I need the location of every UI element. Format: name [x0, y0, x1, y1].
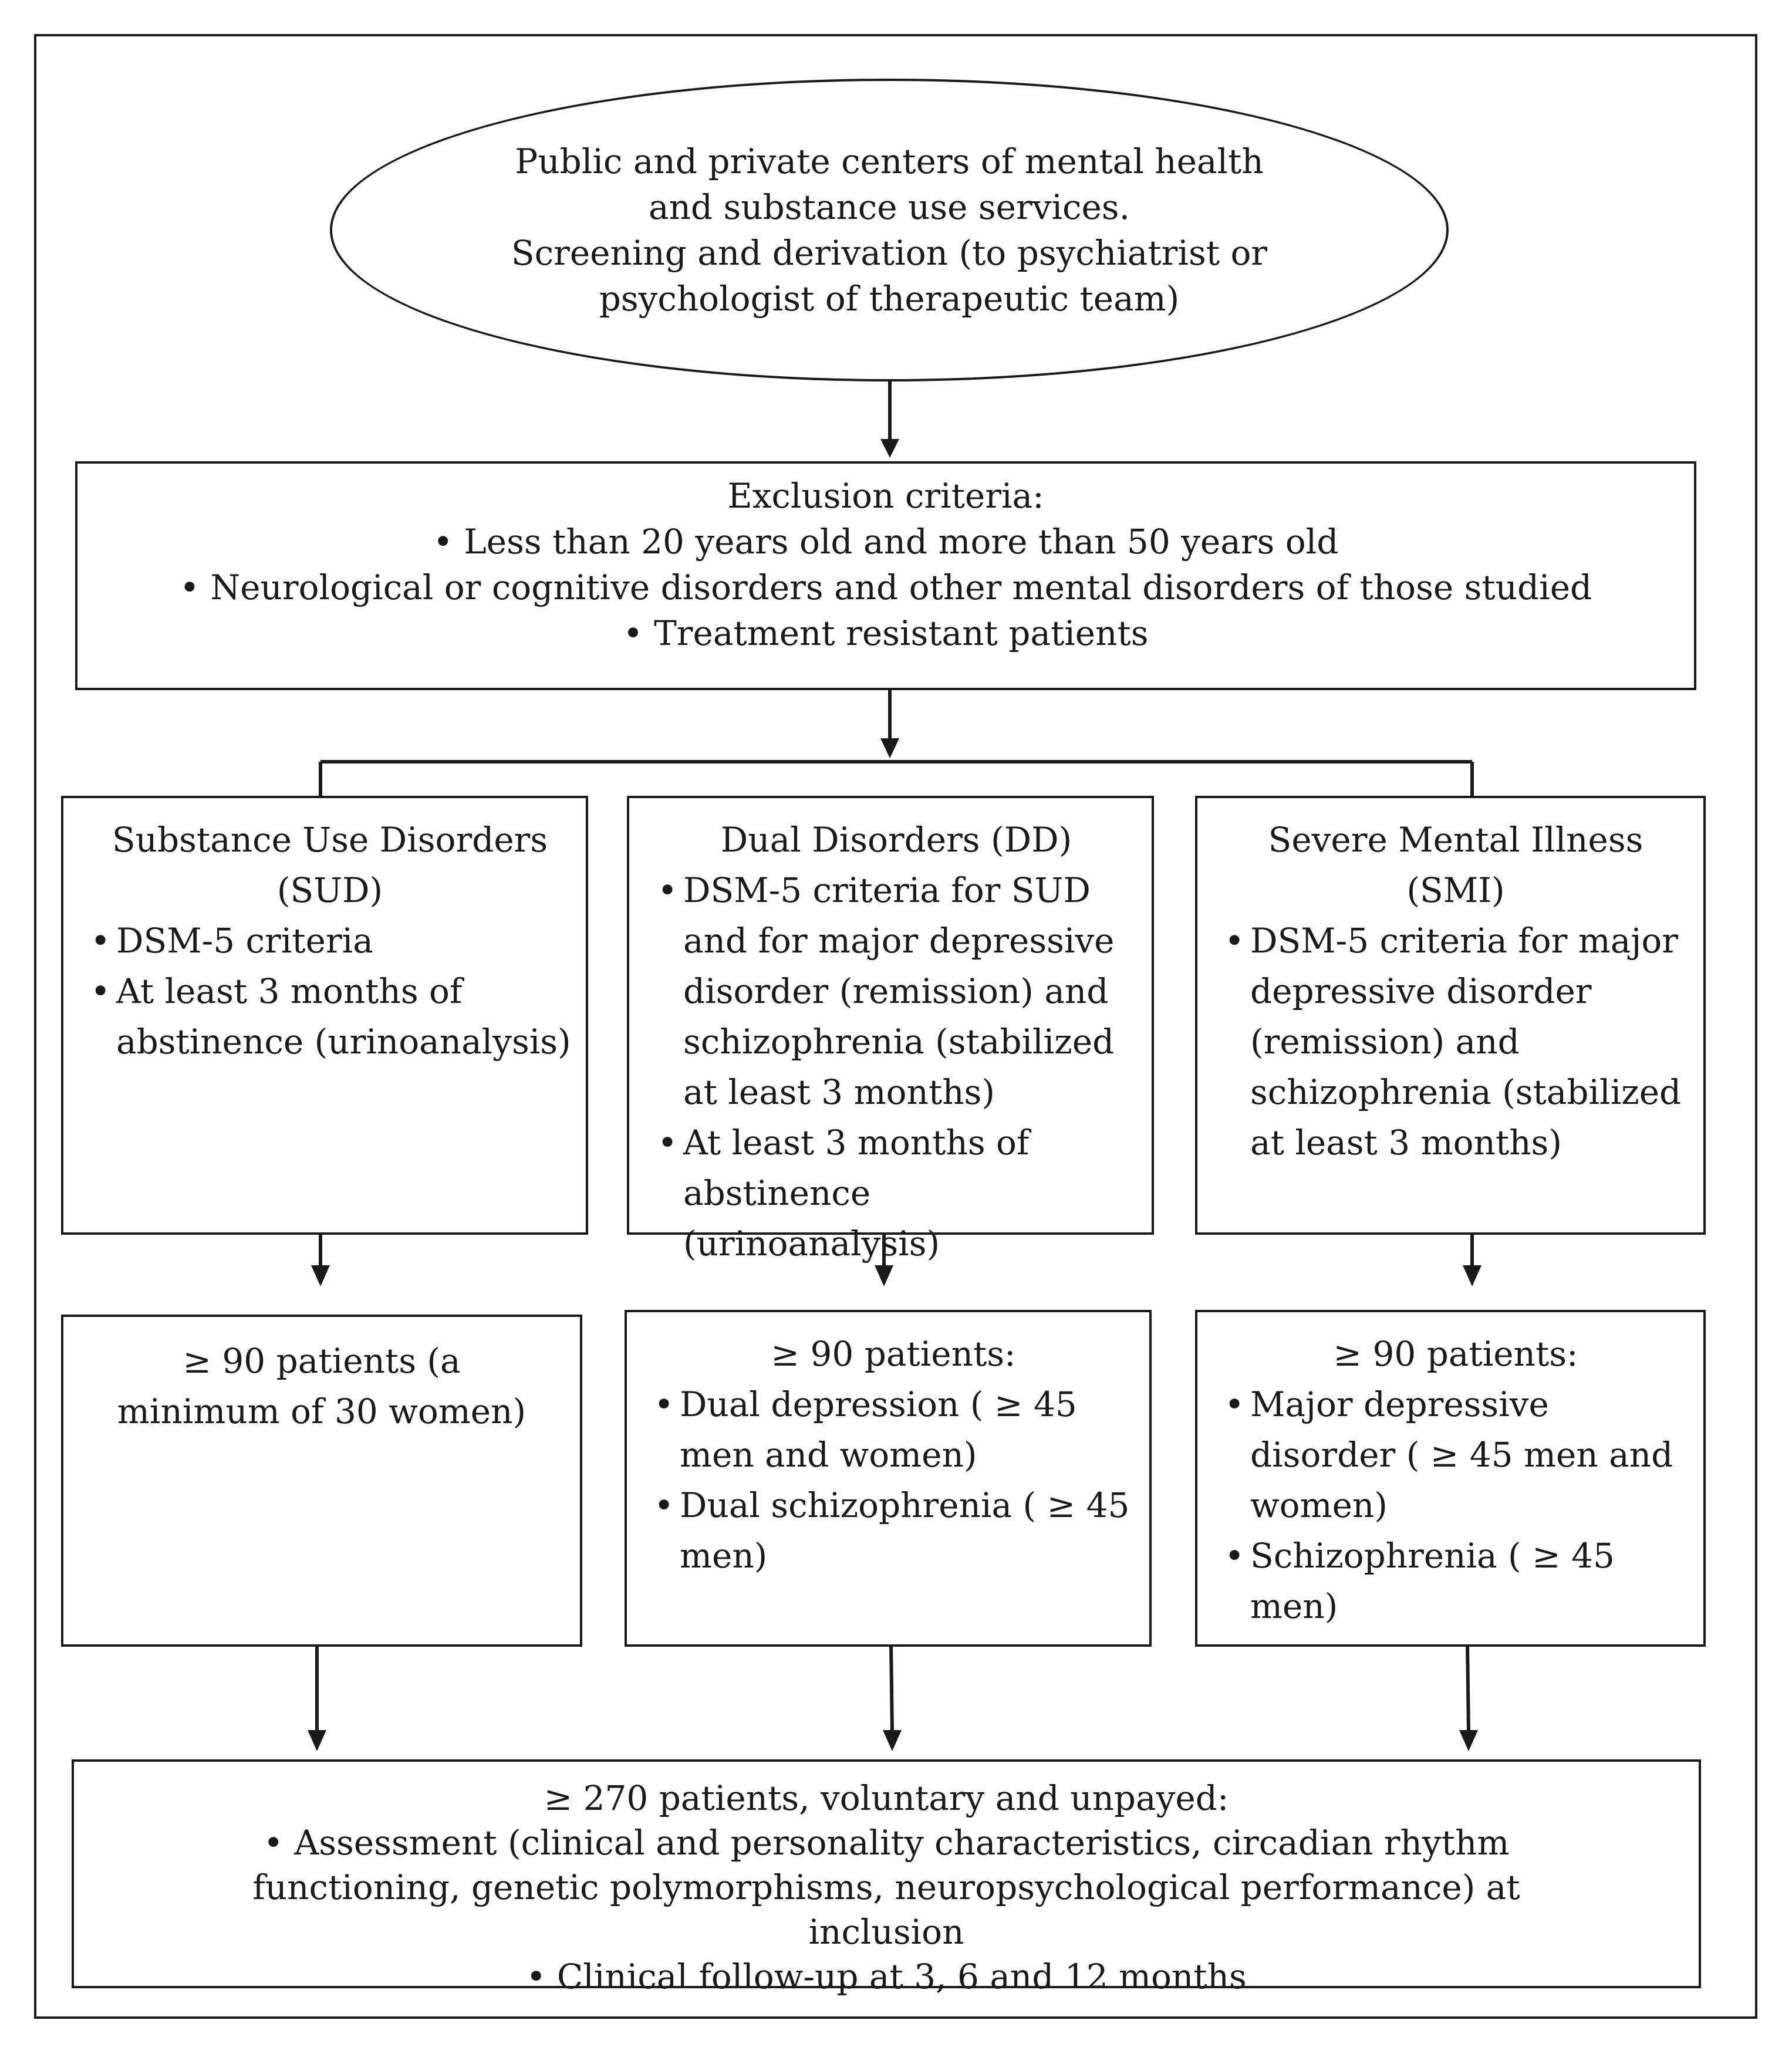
arrowhead [883, 1730, 902, 1751]
exclusion-box: Exclusion criteria: Less than 20 years o… [75, 461, 1696, 690]
exclusion-list: Less than 20 years old and more than 50 … [77, 519, 1694, 656]
criteria-item: DSM-5 criteria for major depressive diso… [1222, 915, 1689, 1168]
start-line: Public and private centers of mental hea… [515, 141, 1264, 181]
group-title: Substance Use Disorders (SUD) [112, 820, 548, 910]
start-line: and substance use services. [648, 187, 1130, 227]
sample-title: ≥ 90 patients: [1333, 1334, 1578, 1374]
arrowhead [880, 738, 899, 758]
sample-box-dd: ≥ 90 patients: Dual depression ( ≥ 45 me… [625, 1310, 1152, 1647]
arrowhead [1463, 1265, 1481, 1286]
criteria-item: DSM-5 criteria [88, 915, 572, 966]
group-box-smi: Severe Mental Illness (SMI) DSM-5 criter… [1195, 796, 1706, 1235]
start-line: psychologist of therapeutic team) [599, 279, 1180, 319]
arrowhead [1459, 1730, 1478, 1751]
start-text: Public and private centers of mental hea… [511, 138, 1267, 322]
sample-item: Schizophrenia ( ≥ 45 men) [1222, 1531, 1689, 1631]
arrow-dd-sample-to-final [889, 1643, 894, 1733]
sample-list: Major depressive disorder ( ≥ 45 men and… [1222, 1379, 1689, 1631]
criteria-item: At least 3 months of abstinence (urinoan… [655, 1117, 1138, 1269]
arrowhead [880, 439, 899, 458]
group-title: Dual Disorders (DD) [720, 820, 1072, 860]
final-item: Clinical follow-up at 3, 6 and 12 months [250, 1954, 1523, 1999]
exclusion-title: Exclusion criteria: [727, 476, 1044, 516]
sample-list: Dual depression ( ≥ 45 men and women) Du… [652, 1379, 1135, 1581]
group-box-sud: Substance Use Disorders (SUD) DSM-5 crit… [61, 796, 588, 1235]
exclusion-item: Less than 20 years old and more than 50 … [77, 519, 1694, 565]
criteria-item: DSM-5 criteria for SUD and for major dep… [655, 865, 1138, 1117]
arrowhead [308, 1730, 326, 1751]
group-criteria-list: DSM-5 criteria for SUD and for major dep… [655, 865, 1138, 1269]
sample-item: Dual depression ( ≥ 45 men and women) [652, 1379, 1135, 1480]
sample-item: Major depressive disorder ( ≥ 45 men and… [1222, 1379, 1689, 1531]
group-title: Severe Mental Illness (SMI) [1268, 820, 1643, 910]
sample-title: ≥ 90 patients (a minimum of 30 women) [117, 1341, 527, 1431]
arrow-smi-sample-to-final [1466, 1643, 1470, 1733]
arrowhead [875, 1265, 893, 1286]
figure-frame [34, 34, 1757, 2019]
final-list: Assessment (clinical and personality cha… [250, 1820, 1523, 1999]
final-box: ≥ 270 patients, voluntary and unpayed: A… [72, 1759, 1701, 1996]
arrowhead [311, 1265, 330, 1286]
start-line: Screening and derivation (to psychiatris… [511, 233, 1268, 273]
final-title: ≥ 270 patients, voluntary and unpayed: [544, 1778, 1229, 1818]
sample-box-smi: ≥ 90 patients: Major depressive disorder… [1195, 1310, 1706, 1647]
exclusion-item: Neurological or cognitive disorders and … [77, 565, 1694, 610]
sample-box-sud: ≥ 90 patients (a minimum of 30 women) [61, 1315, 582, 1647]
group-criteria-list: DSM-5 criteria At least 3 months of abst… [88, 915, 572, 1067]
sample-title: ≥ 90 patients: [771, 1334, 1016, 1374]
final-item: Assessment (clinical and personality cha… [250, 1820, 1523, 1954]
group-criteria-list: DSM-5 criteria for major depressive diso… [1222, 915, 1689, 1168]
start-ellipse: Public and private centers of mental hea… [330, 79, 1449, 381]
sample-item: Dual schizophrenia ( ≥ 45 men) [652, 1480, 1135, 1581]
criteria-item: At least 3 months of abstinence (urinoan… [88, 966, 572, 1067]
group-box-dd: Dual Disorders (DD) DSM-5 criteria for S… [627, 796, 1154, 1264]
exclusion-item: Treatment resistant patients [77, 610, 1694, 656]
